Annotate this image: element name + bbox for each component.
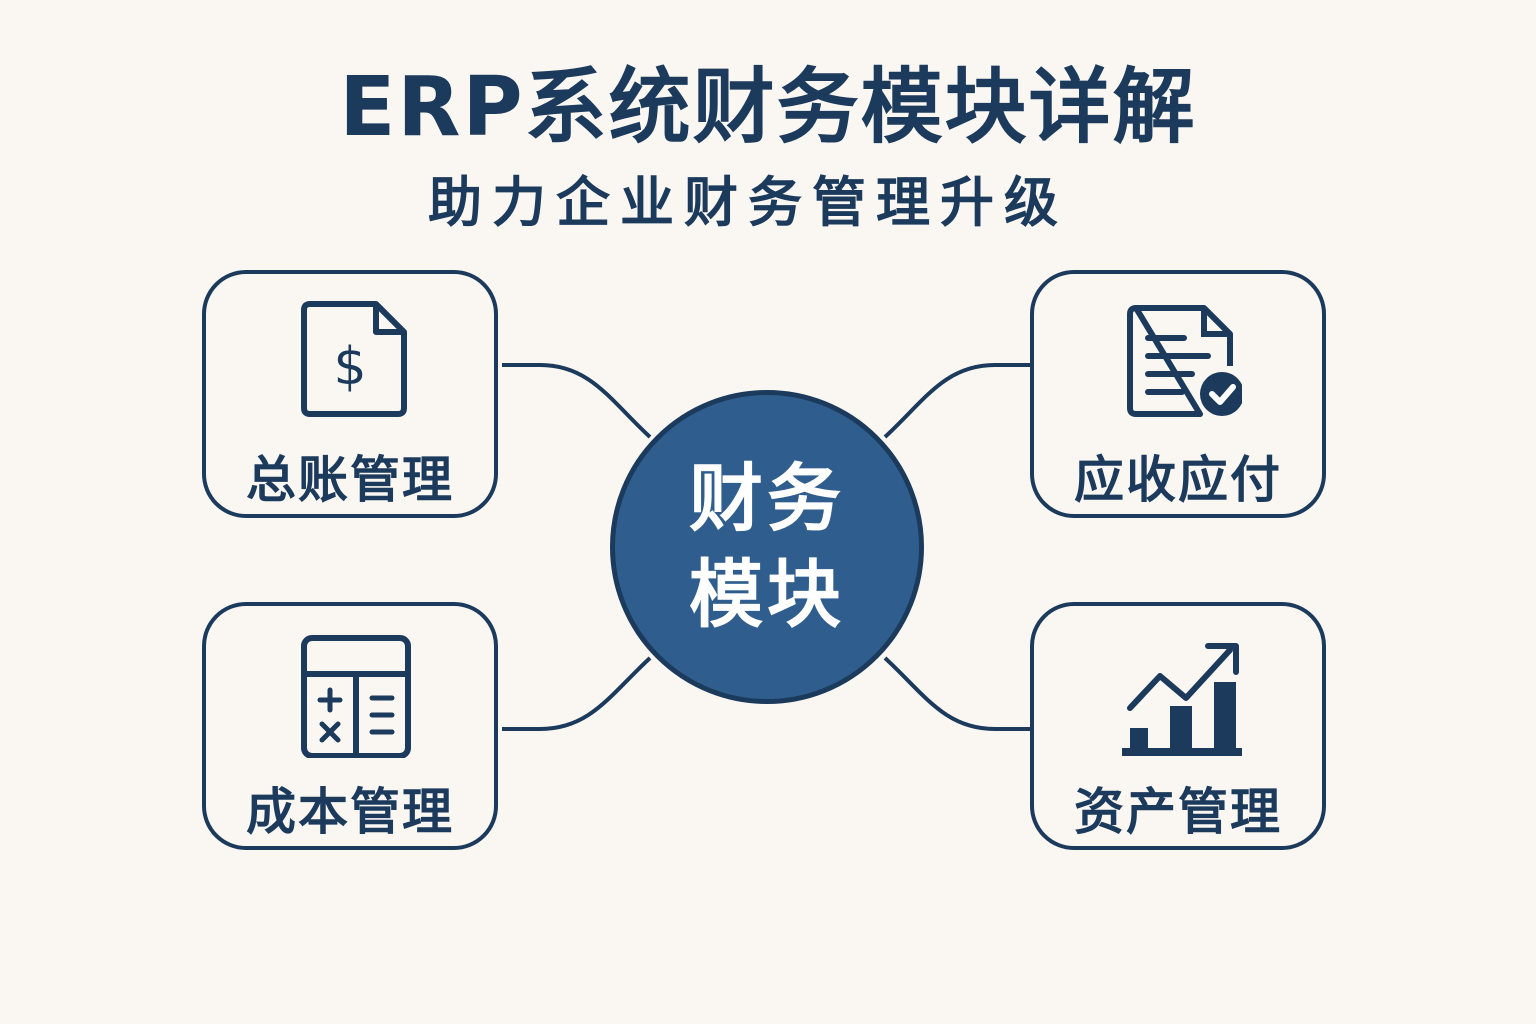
connector-top-right: [883, 363, 1030, 439]
document-check-icon: [1127, 305, 1242, 417]
dollar-document-icon: $: [301, 301, 407, 417]
svg-text:$: $: [333, 337, 366, 397]
module-general-ledger[interactable]: $ 总账管理: [202, 270, 498, 518]
calculator-icon: [301, 635, 411, 758]
growth-chart-icon: [1122, 643, 1242, 756]
module-label: 成本管理: [246, 783, 454, 841]
center-hub: 财务模块: [610, 390, 924, 704]
module-label: 应收应付: [1074, 451, 1282, 509]
module-asset-management[interactable]: 资产管理: [1030, 602, 1326, 850]
module-cost-management[interactable]: 成本管理: [202, 602, 498, 850]
connector-bottom-right: [883, 656, 1030, 731]
module-receivables-payables[interactable]: 应收应付: [1030, 270, 1326, 518]
module-label: 总账管理: [246, 451, 454, 509]
module-label: 资产管理: [1074, 783, 1282, 841]
center-label: 财务模块: [689, 456, 845, 638]
connector-bottom-left: [502, 656, 652, 731]
connector-top-left: [502, 363, 652, 439]
page-subtitle: 助力企业财务管理升级: [428, 171, 1068, 234]
page-title: ERP系统财务模块详解: [339, 60, 1197, 155]
